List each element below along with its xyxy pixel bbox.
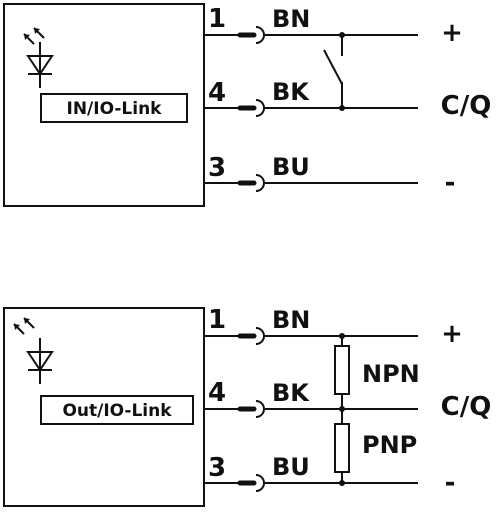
top-terminal-cq: C/Q [441, 91, 492, 121]
connector-icon [237, 99, 265, 117]
resistor-icon [334, 345, 350, 395]
connector-icon [237, 474, 265, 492]
led-icon [13, 317, 54, 384]
connector-icon [237, 327, 265, 345]
resistor-npn-label: NPN [362, 360, 420, 388]
bottom-terminal-plus: + [441, 319, 463, 349]
top-pin-1-number: 1 [208, 4, 226, 34]
bottom-pin-1-number: 1 [208, 305, 226, 335]
bottom-diagram: Out/IO-Link 1 BN + 4 BK C/Q 3 BU - [3, 305, 492, 507]
bottom-terminal-cq: C/Q [441, 392, 492, 422]
switch-icon [323, 32, 345, 111]
top-pin-4-wire: BK [272, 78, 310, 106]
top-pin-4-number: 4 [208, 78, 226, 108]
connector-icon [237, 400, 265, 418]
bottom-pin-3-number: 3 [208, 453, 226, 483]
connector-icon [237, 26, 265, 44]
led-icon [23, 27, 54, 88]
bottom-terminal-minus: - [445, 468, 456, 498]
top-terminal-minus: - [445, 168, 456, 198]
bottom-pin-4-number: 4 [208, 378, 226, 408]
top-diagram: IN/IO-Link 1 BN + 4 BK C/Q 3 [3, 3, 492, 207]
top-box-label: IN/IO-Link [67, 99, 163, 119]
top-pin-3-number: 3 [208, 153, 226, 183]
bottom-sensor-box [3, 307, 205, 507]
resistor-pnp-label: PNP [362, 431, 417, 459]
resistor-network [334, 333, 350, 486]
bottom-pin-4-wire: BK [272, 379, 310, 407]
bottom-pin-3-wire: BU [272, 453, 310, 481]
top-pin-1-wire: BN [272, 5, 310, 33]
resistor-icon [334, 423, 350, 473]
connector-icon [237, 174, 265, 192]
bottom-pin-1-wire: BN [272, 306, 310, 334]
top-box-label-frame [40, 93, 188, 123]
bottom-box-label: Out/IO-Link [62, 401, 172, 421]
bottom-box-label-frame [40, 395, 194, 425]
top-pin-3-wire: BU [272, 153, 310, 181]
top-sensor-box [3, 3, 205, 207]
top-terminal-plus: + [441, 18, 463, 48]
